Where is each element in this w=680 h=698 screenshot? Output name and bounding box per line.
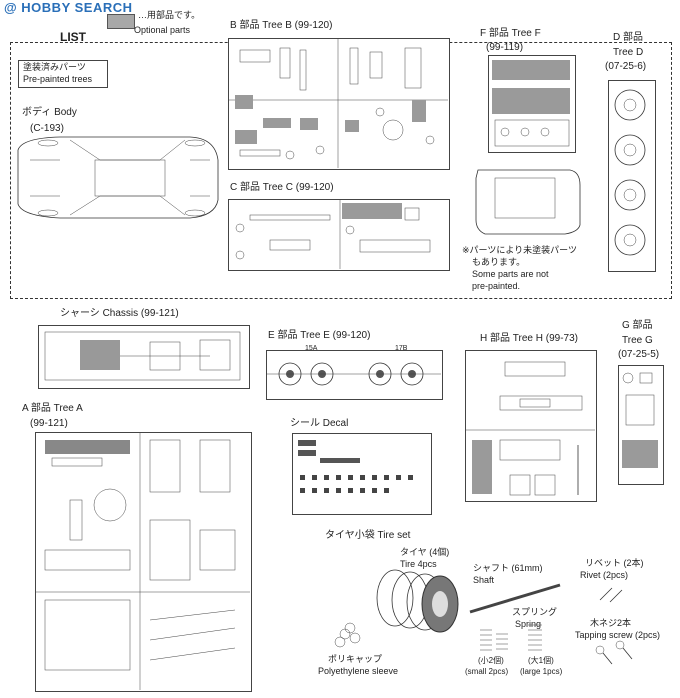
tree-h-title: H 部品 Tree H (99-73) bbox=[480, 333, 578, 344]
screw-en: Tapping screw (2pcs) bbox=[575, 630, 661, 640]
spring-large-jp: (大1個) bbox=[528, 656, 554, 665]
note-en2: pre-painted. bbox=[472, 281, 521, 291]
poly-jp: ポリキャップ bbox=[328, 654, 383, 664]
tree-g-code: (07-25-5) bbox=[618, 349, 660, 360]
optional-swatch bbox=[107, 14, 135, 29]
tree-d-frame bbox=[608, 80, 656, 272]
tree-g-name: Tree G bbox=[622, 335, 653, 346]
optional-jp: …用部品です。 bbox=[138, 10, 201, 20]
note-jp2: もあります。 bbox=[472, 257, 526, 267]
prepainted-jp: 塗装済みパーツ bbox=[23, 62, 86, 72]
tree-f-code: (99-119) bbox=[486, 42, 524, 53]
tree-g-title: G 部品 bbox=[622, 320, 653, 331]
tree-a-frame bbox=[35, 432, 252, 692]
tree-c-title: C 部品 Tree C (99-120) bbox=[230, 182, 334, 193]
tree-b-frame bbox=[228, 38, 450, 170]
tire-en: Tire 4pcs bbox=[400, 559, 437, 569]
prepainted-en: Pre-painted trees bbox=[23, 74, 93, 84]
body-title: ボディ Body bbox=[22, 107, 77, 118]
tree-b-title: B 部品 Tree B (99-120) bbox=[230, 20, 333, 31]
chassis-title: シャーシ Chassis (99-121) bbox=[60, 308, 179, 319]
tree-e-15a: 15A bbox=[305, 345, 318, 352]
prepainted-tag: 塗装済みパーツ Pre-painted trees bbox=[18, 60, 108, 88]
tree-d-title: D 部品 bbox=[613, 32, 643, 43]
decal-title: シール Decal bbox=[290, 418, 349, 429]
shaft-jp: シャフト (61mm) bbox=[473, 563, 543, 573]
tire-jp: タイヤ (4個) bbox=[400, 547, 450, 557]
tree-a-code: (99-121) bbox=[30, 418, 68, 429]
chassis-frame bbox=[38, 325, 250, 389]
note-en1: Some parts are not bbox=[472, 269, 549, 279]
spring-large-en: (large 1pcs) bbox=[520, 667, 563, 676]
body-code: (C-193) bbox=[30, 123, 64, 134]
tree-d-name: Tree D bbox=[613, 47, 644, 58]
tree-c-frame bbox=[228, 199, 450, 271]
watermark: @ HOBBY SEARCH bbox=[4, 0, 133, 15]
tree-a-title: A 部品 Tree A bbox=[22, 403, 83, 414]
note-jp: ※パーツにより未塗装パーツ bbox=[462, 245, 578, 255]
list-label: LIST bbox=[60, 30, 86, 44]
rivet-jp: リベット (2本) bbox=[585, 558, 644, 568]
tree-e-title: E 部品 Tree E (99-120) bbox=[268, 330, 371, 341]
tree-e-17b: 17B bbox=[395, 345, 408, 352]
spring-jp: スプリング bbox=[512, 607, 558, 617]
optional-en: Optional parts bbox=[134, 25, 191, 35]
decal-frame bbox=[292, 433, 432, 515]
tire-set-title: タイヤ小袋 Tire set bbox=[325, 530, 411, 541]
spring-en: Spring bbox=[515, 619, 542, 629]
tree-f-title: F 部品 Tree F bbox=[480, 28, 541, 39]
poly-en: Polyethylene sleeve bbox=[318, 666, 399, 676]
tree-d-code: (07-25-6) bbox=[605, 61, 647, 72]
rivet-en: Rivet (2pcs) bbox=[580, 570, 629, 580]
shaft-en: Shaft bbox=[473, 575, 495, 585]
spring-small-en: (small 2pcs) bbox=[465, 667, 509, 676]
spring-small-jp: (小2個) bbox=[478, 656, 504, 665]
screw-jp: 木ネジ2本 bbox=[590, 618, 632, 628]
